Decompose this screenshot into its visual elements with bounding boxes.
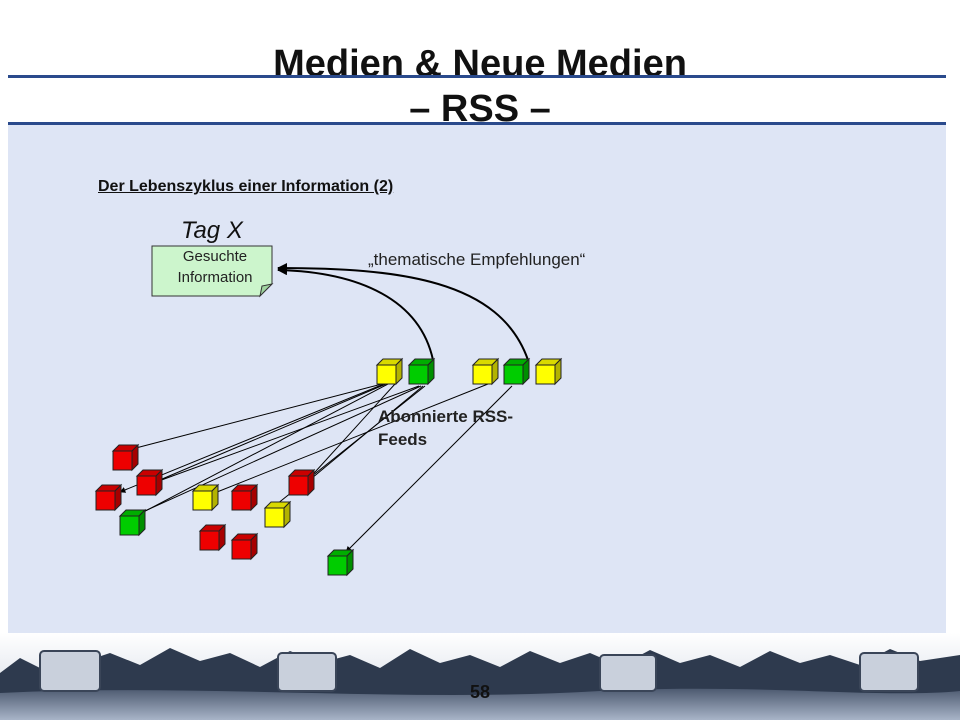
slide-subtitle: – RSS – [409, 88, 551, 130]
ground [0, 688, 960, 720]
cube-green-4 [502, 357, 531, 386]
tag-label: Tag X [181, 217, 243, 244]
footer-decoration [0, 633, 960, 720]
cube-yellow-10 [191, 483, 220, 512]
note-line-1: Gesuchte [182, 248, 248, 265]
note-text: Gesuchte Information [163, 246, 267, 288]
cube-red-15 [230, 532, 259, 561]
cube-green-16 [326, 548, 355, 577]
cube-yellow-13 [263, 500, 292, 529]
recommendation-arrow-2 [277, 263, 529, 361]
cube-red-12 [287, 468, 316, 497]
section-heading: Der Lebenszyklus einer Information (2) [98, 178, 394, 195]
cube-yellow-1 [375, 357, 404, 386]
subscribed-feeds-label: Abonnierte RSS- Feeds [378, 405, 558, 451]
note-fold [259, 283, 274, 298]
cube-green-2 [407, 357, 436, 386]
cube-red-11 [230, 483, 259, 512]
feeds-label-line-2: Feeds [378, 430, 428, 449]
feeds-label-line-1: Abonnierte RSS- [378, 407, 514, 426]
cube-green-9 [118, 508, 147, 537]
page-number: 58 [469, 682, 491, 702]
distribution-arrows [119, 383, 513, 553]
cube-red-14 [198, 523, 227, 552]
title-rule-bottom [8, 122, 946, 125]
monitor-icons [39, 650, 919, 692]
recommendations-label: „thematische Empfehlungen“ [368, 250, 586, 269]
cube-yellow-3 [471, 357, 500, 386]
cube-yellow-5 [534, 357, 563, 386]
recommendation-arrow-1 [277, 265, 434, 361]
cube-red-8 [94, 483, 123, 512]
title-rule-top [8, 75, 946, 78]
cube-red-7 [135, 468, 164, 497]
cube-red-6 [111, 443, 140, 472]
note-line-2: Information [177, 269, 253, 286]
